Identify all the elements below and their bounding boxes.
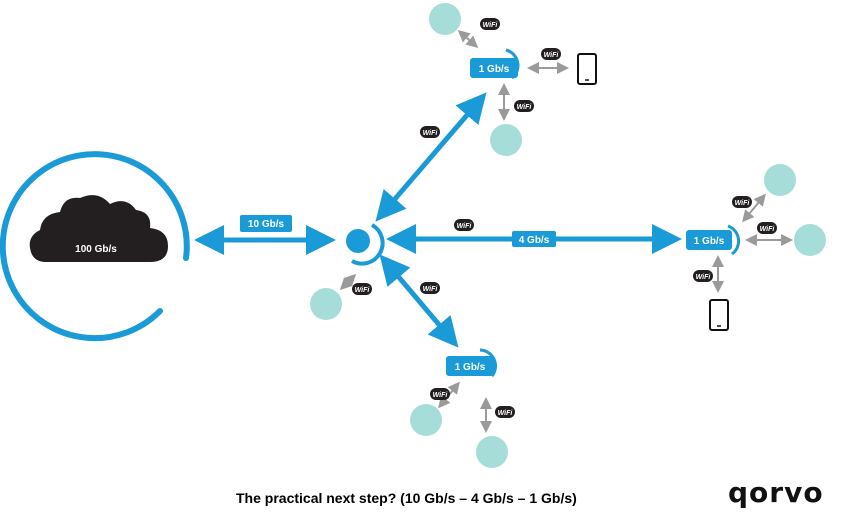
client-device [794, 224, 826, 256]
svg-text:WiFi: WiFi [517, 104, 533, 111]
node-label-top: 1 Gb/s [479, 64, 510, 75]
smartphone-icon [709, 299, 729, 331]
link-cloud-hub: 10 Gb/s [194, 215, 336, 255]
wifi-icon: WiFi [480, 18, 500, 30]
svg-text:WiFi: WiFi [498, 410, 514, 417]
node-label-bottom: 1 Gb/s [455, 362, 486, 373]
link-label-4gbps: 4 Gb/s [519, 235, 550, 246]
wifi-icon: WiFi [693, 270, 713, 282]
cloud-icon [29, 195, 168, 262]
cloud-group: 100 Gb/s [0, 151, 190, 342]
link-hub-top [375, 92, 487, 222]
wifi-icon: WiFi [541, 48, 561, 60]
client-device [476, 436, 508, 468]
svg-text:WiFi: WiFi [760, 226, 776, 233]
wifi-icon: WiFi [430, 388, 450, 400]
cloud-ring [0, 151, 190, 342]
svg-text:WiFi: WiFi [483, 22, 499, 29]
wifi-icon: WiFi [454, 219, 474, 231]
smartphone-icon [577, 53, 597, 85]
node-label-right: 1 Gb/s [694, 236, 725, 247]
link-hub-right: 4 Gb/s [386, 224, 682, 254]
svg-text:WiFi: WiFi [457, 223, 473, 230]
wifi-icon: WiFi [757, 222, 777, 234]
wifi-icon: WiFi [732, 196, 752, 208]
node-top: 1 Gb/s [470, 48, 520, 80]
client-device [310, 288, 342, 320]
svg-text:WiFi: WiFi [735, 200, 751, 207]
wifi-icon: WiFi [352, 283, 372, 295]
link-hub-bottom [379, 254, 459, 348]
cloud-label: 100 Gb/s [75, 244, 117, 255]
wifi-icon: WiFi [420, 282, 440, 294]
svg-text:WiFi: WiFi [433, 392, 449, 399]
svg-text:WiFi: WiFi [423, 130, 439, 137]
diagram-caption: The practical next step? (10 Gb/s – 4 Gb… [236, 490, 577, 506]
svg-text:WiFi: WiFi [355, 287, 371, 294]
client-device [490, 124, 522, 156]
client-device [410, 404, 442, 436]
wifi-icon: WiFi [495, 406, 515, 418]
svg-text:WiFi: WiFi [544, 52, 560, 59]
svg-text:WiFi: WiFi [423, 286, 439, 293]
brand-logo: qorvo [728, 476, 824, 509]
node-bottom: 1 Gb/s [446, 348, 497, 377]
client-device [429, 3, 461, 35]
node-right: 1 Gb/s [686, 224, 741, 256]
link-label-10gbps: 10 Gb/s [248, 219, 285, 230]
client-device [764, 164, 796, 196]
wifi-icon: WiFi [420, 126, 440, 138]
svg-text:WiFi: WiFi [696, 274, 712, 281]
hub-node [346, 223, 385, 266]
wifi-icon: WiFi [514, 100, 534, 112]
